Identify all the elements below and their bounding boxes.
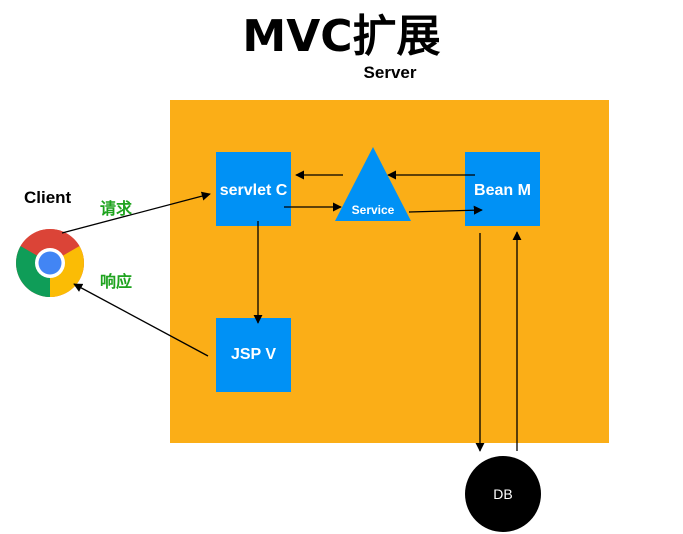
service-to-bean-arrow (408, 205, 483, 215)
db-node: DB (465, 456, 541, 532)
client-label: Client (24, 188, 72, 207)
chrome-icon (16, 229, 84, 297)
service-label: Service (351, 203, 395, 217)
request-arrow (61, 191, 211, 234)
response-label: 响应 (100, 272, 133, 291)
server-label: Server (363, 63, 417, 82)
response-arrow (73, 283, 209, 357)
request-label: 请求 (100, 199, 133, 218)
diagram-title: MVC扩展 (242, 11, 441, 62)
jsp-view-node: JSP V (216, 318, 291, 392)
service-node (335, 147, 411, 221)
servlet-controller-node: servlet C (216, 152, 291, 226)
